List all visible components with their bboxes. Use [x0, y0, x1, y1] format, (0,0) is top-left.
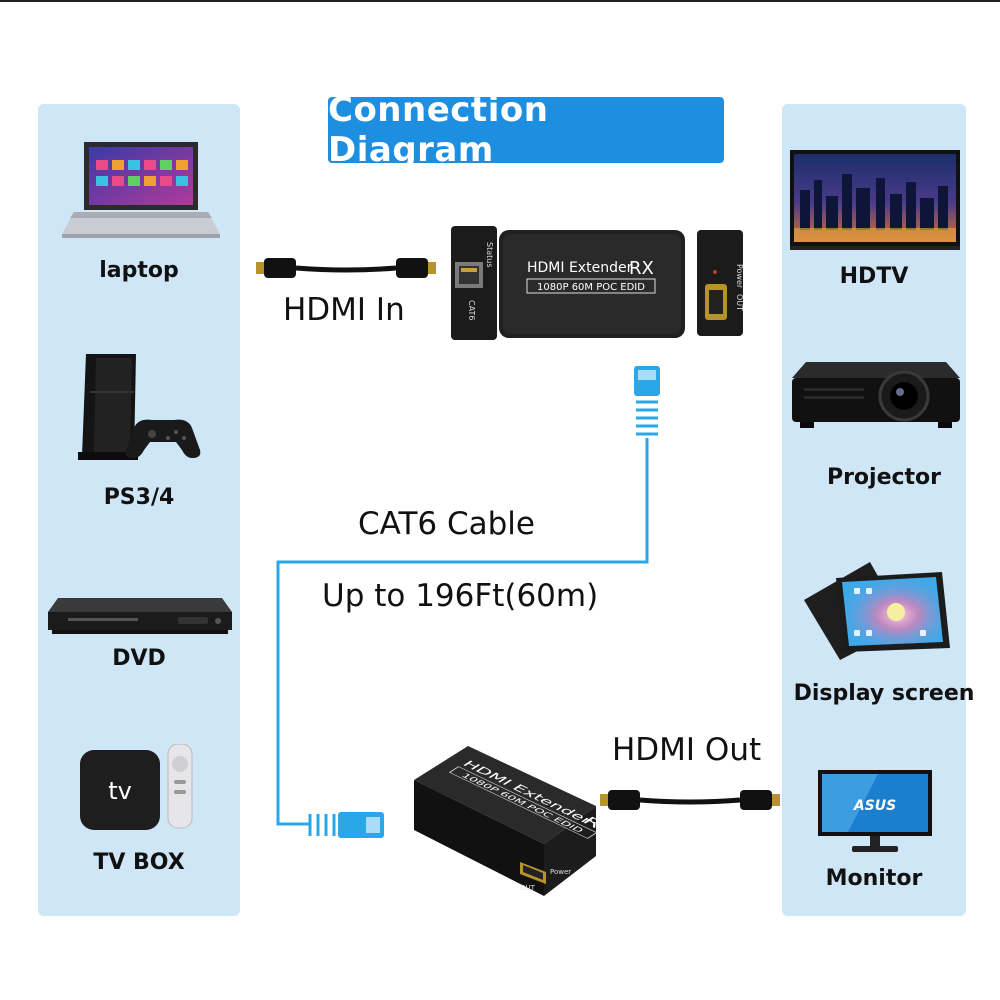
tv-box-icon: tv [78, 744, 196, 836]
source-label-dvd: DVD [112, 646, 166, 671]
device-3d-out-label: OUT [520, 884, 536, 892]
device-model: RX [629, 258, 654, 279]
device-name: HDMI Extender [527, 260, 633, 276]
dvd-player-icon [48, 596, 232, 636]
port-out-label: OUT [735, 294, 744, 311]
port-power-label: Power [735, 264, 744, 289]
hdtv-icon [790, 150, 960, 254]
cat6-cable-line [270, 362, 670, 842]
display-label-screen: Display screen [793, 681, 975, 706]
hdmi-extender-rx-flat: Status CAT6 HDMI Extender RX 1080P 60M P… [447, 224, 745, 344]
hdmi-out-label: HDMI Out [612, 732, 762, 768]
hdmi-in-label: HDMI In [283, 292, 405, 328]
tablet-display-icon [796, 556, 956, 662]
game-console-icon [76, 352, 202, 464]
display-label-hdtv: HDTV [839, 264, 909, 289]
hdmi-in-cable-icon [256, 252, 436, 284]
tv-box-badge: tv [108, 777, 132, 805]
display-label-projector: Projector [826, 465, 942, 490]
display-label-monitor: Monitor [825, 866, 923, 891]
cable-distance-label: Up to 196Ft(60m) [322, 578, 599, 614]
source-label-laptop: laptop [99, 258, 179, 283]
source-label-ps: PS3/4 [103, 485, 175, 510]
hdmi-out-cable-icon [600, 784, 780, 816]
port-cat6-label: CAT6 [467, 300, 476, 320]
top-border [0, 0, 1000, 2]
cable-type-label: CAT6 Cable [358, 506, 535, 542]
projector-icon [790, 356, 962, 430]
device-spec: 1080P 60M POC EDID [537, 282, 645, 293]
monitor-icon: ASUS [818, 770, 932, 854]
diagram-title: Connection Diagram [328, 90, 724, 170]
hdmi-extender-rx-3d: HDMI Extender RX 1080P 60M POC EDID OUT … [410, 744, 602, 900]
monitor-screen-text: ASUS [853, 798, 896, 814]
source-label-tvbox: TV BOX [93, 850, 185, 875]
device-3d-power-label: Power [550, 868, 571, 876]
port-status-label: Status [485, 242, 494, 268]
laptop-icon [62, 138, 220, 240]
